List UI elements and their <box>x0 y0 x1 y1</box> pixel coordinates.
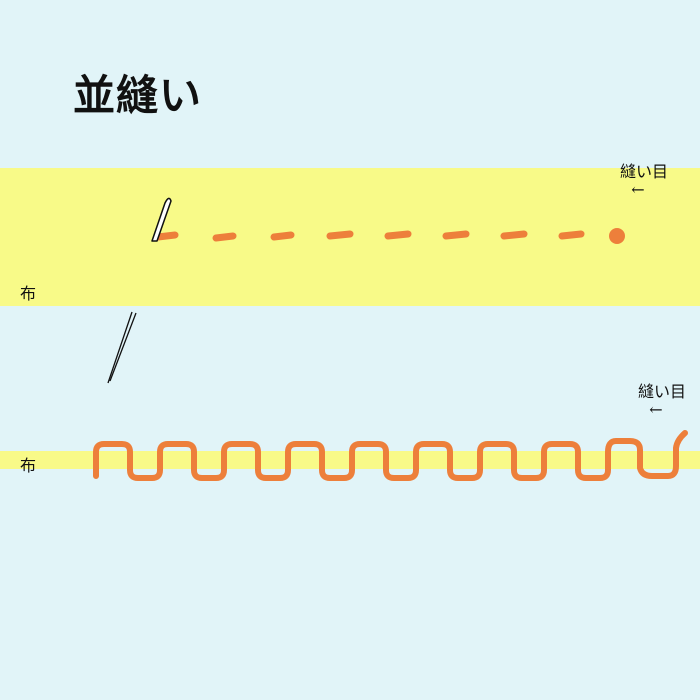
running-stitch-dashes <box>154 230 585 242</box>
page-title: 並縫い <box>73 71 203 120</box>
stitch-label-text: 縫い目 <box>619 162 668 181</box>
needle-icon <box>151 197 172 242</box>
fabric-label-top: 布 <box>20 284 37 303</box>
thread-cross-section <box>93 430 688 481</box>
stitch-label-bottom: 縫い目 ← <box>632 383 692 419</box>
stitch-label-top: 縫い目 ← <box>614 163 674 199</box>
fabric-label-bottom: 布 <box>20 456 37 475</box>
knot-icon <box>609 228 625 244</box>
arrow-left-icon: ← <box>649 400 663 419</box>
needle-icon <box>107 311 137 384</box>
stitch-label-text: 縫い目 <box>637 382 686 401</box>
arrow-left-icon: ← <box>631 180 645 199</box>
